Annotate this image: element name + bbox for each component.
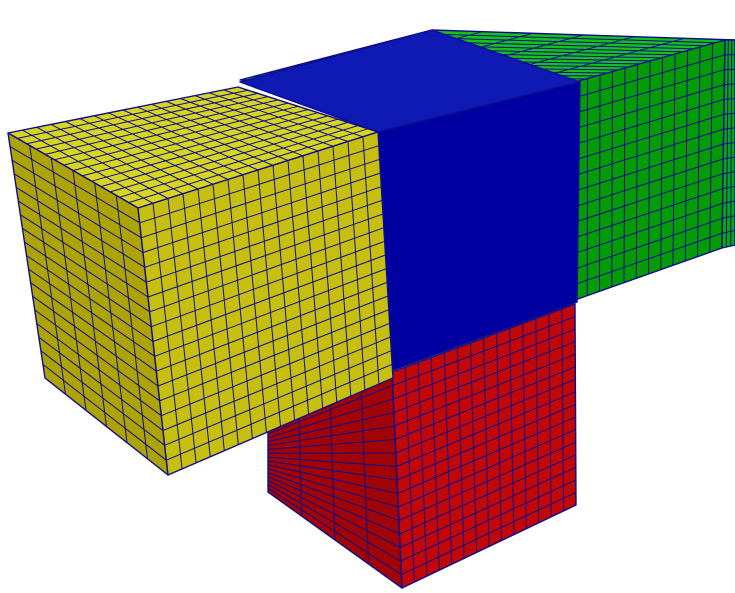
red-block-left-mesh: [267, 385, 402, 575]
yellow-block-top-mesh: [17, 89, 369, 204]
red-block-front-mesh: [392, 308, 577, 583]
yellow-block-left-mesh: [9, 145, 167, 461]
red-block: [267, 303, 577, 589]
blue-block: [239, 29, 581, 373]
yellow-block-front-mesh: [139, 136, 393, 469]
yellow-block: [7, 86, 394, 476]
yellow-block-front: [137, 131, 394, 476]
green-block-front-mesh: [574, 43, 725, 296]
green-block-right: [721, 39, 735, 249]
block-faces: [7, 29, 735, 589]
green-block-right-mesh: [722, 39, 735, 248]
